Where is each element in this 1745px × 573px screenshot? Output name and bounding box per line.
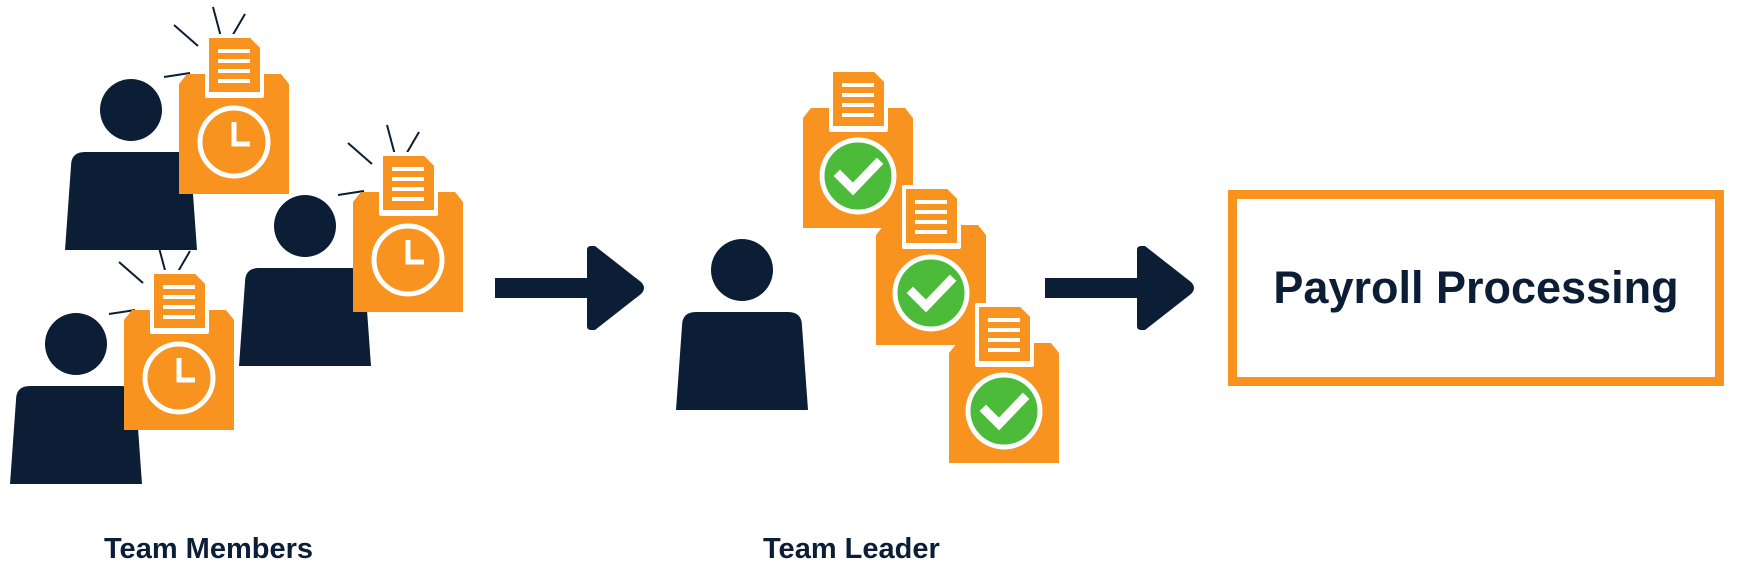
person-icon xyxy=(239,195,371,366)
member-3 xyxy=(10,243,234,484)
person-icon xyxy=(65,79,197,250)
timesheet-clock-icon xyxy=(124,272,234,430)
payroll-processing-label: Payroll Processing xyxy=(1273,262,1679,313)
timesheet-clock-icon xyxy=(179,36,289,194)
leader-person-icon xyxy=(676,239,808,410)
arrow-right-icon xyxy=(1045,246,1194,330)
payroll-processing-box: Payroll Processing xyxy=(1228,190,1724,386)
member-1 xyxy=(65,6,289,250)
team-leader-label: Team Leader xyxy=(763,533,940,565)
person-icon xyxy=(10,313,142,484)
timesheet-clock-icon xyxy=(353,154,463,312)
arrow-right-icon xyxy=(495,246,644,330)
timesheet-check-icon xyxy=(803,70,913,228)
team-members-label: Team Members xyxy=(104,533,313,565)
